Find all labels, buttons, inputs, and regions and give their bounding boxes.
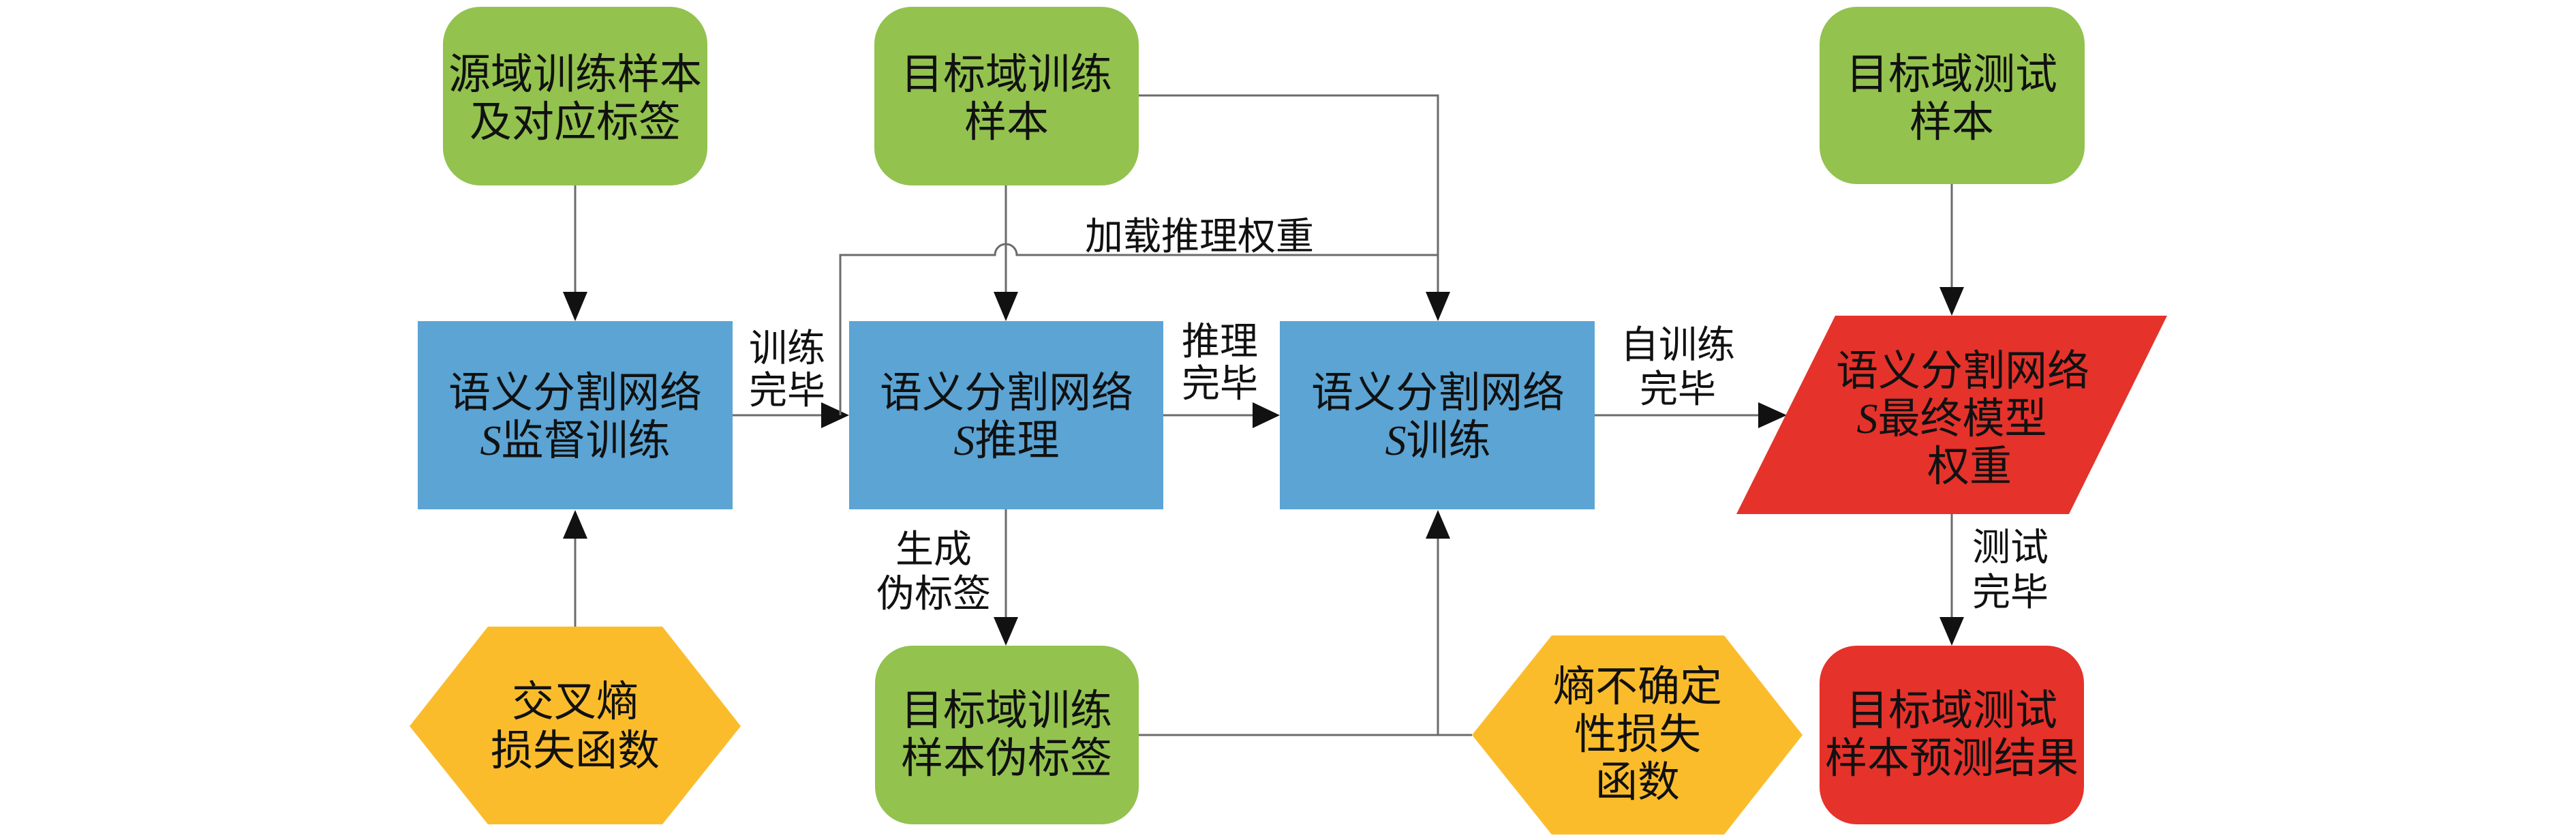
node-label: 语义分割网络 xyxy=(880,368,1133,417)
network-symbol: S xyxy=(1856,396,1877,442)
connectors xyxy=(563,94,1964,736)
network-symbol: S xyxy=(1385,418,1406,464)
node-label: 样本 xyxy=(1910,97,1994,147)
node-label: 损失函数 xyxy=(491,725,660,775)
node-label: 语义分割网络 xyxy=(448,368,702,417)
node-label: S最终模型 xyxy=(1856,393,2046,443)
edge-label-training-done: 完毕 xyxy=(749,369,825,413)
node-label: 权重 xyxy=(1927,441,2012,491)
arrowhead-down-icon xyxy=(994,292,1018,321)
node-label: 源域训练样本 xyxy=(448,49,702,99)
node-test-predictions: 目标域测试 样本预测结果 xyxy=(1820,646,2084,824)
node-label: 样本 xyxy=(964,97,1049,147)
node-label: S推理 xyxy=(953,415,1059,465)
node-label: 目标域训练 xyxy=(901,685,1112,735)
node-label: 样本伪标签 xyxy=(901,733,1112,783)
node-inference: 语义分割网络 S推理 xyxy=(849,321,1163,509)
node-label: S监督训练 xyxy=(480,415,670,465)
node-supervised-training: 语义分割网络 S监督训练 xyxy=(418,321,733,509)
arrowhead-down-icon xyxy=(1939,287,1964,316)
node-label: 熵不确定 xyxy=(1553,661,1722,711)
node-label: 交叉熵 xyxy=(512,676,639,726)
edge-label-self-training-done: 完毕 xyxy=(1640,368,1716,412)
edge-labels: 训练 完毕 推理 完毕 自训练 完毕 生成 伪标签 加载推理权重 测试 完毕 xyxy=(749,215,2049,616)
edge-label-generate-pseudo-labels: 生成 xyxy=(895,528,972,572)
edge-label-generate-pseudo-labels: 伪标签 xyxy=(876,572,991,616)
node-label: 函数 xyxy=(1595,757,1680,807)
edge-label-load-inference-weights: 加载推理权重 xyxy=(1085,215,1314,259)
node-label: 及对应标签 xyxy=(470,97,681,147)
network-symbol: S xyxy=(480,418,501,464)
edge-target-to-selftraining xyxy=(1139,94,1439,292)
edge-load-weights xyxy=(839,243,1438,415)
arrowhead-down-icon xyxy=(994,617,1018,646)
arrowhead-right-icon xyxy=(821,402,849,428)
network-symbol: S xyxy=(953,418,975,464)
arrowhead-right-icon xyxy=(1758,402,1787,428)
arrowhead-down-icon xyxy=(1426,292,1450,321)
edge-label-training-done: 训练 xyxy=(749,327,825,371)
node-target-train-samples: 目标域训练 样本 xyxy=(874,7,1139,185)
node-label: 性损失 xyxy=(1574,709,1701,759)
arrowhead-up-icon xyxy=(563,510,587,539)
edge-label-self-training-done: 自训练 xyxy=(1621,323,1735,368)
node-label: 目标域测试 xyxy=(1846,685,2057,735)
arrowhead-right-icon xyxy=(1253,402,1280,428)
node-final-weights: 语义分割网络 S最终模型 权重 xyxy=(1736,316,2167,514)
node-self-training: 语义分割网络 S训练 xyxy=(1280,321,1595,509)
node-label: 样本预测结果 xyxy=(1825,733,2079,783)
arrowhead-down-icon xyxy=(1939,617,1964,646)
edge-label-inference-done: 完毕 xyxy=(1182,362,1258,406)
arrowhead-down-icon xyxy=(563,292,587,321)
node-cross-entropy-loss: 交叉熵 损失函数 xyxy=(410,627,741,824)
node-label: 语义分割网络 xyxy=(1836,346,2089,395)
node-label: 语义分割网络 xyxy=(1311,368,1565,417)
node-label: 目标域训练 xyxy=(901,49,1112,99)
node-target-test-samples: 目标域测试 样本 xyxy=(1820,7,2085,184)
node-source-samples: 源域训练样本 及对应标签 xyxy=(443,7,707,185)
node-label: 目标域测试 xyxy=(1846,49,2057,99)
edge-label-inference-done: 推理 xyxy=(1182,320,1258,364)
arrowhead-up-icon xyxy=(1426,510,1450,539)
node-label: S训练 xyxy=(1385,415,1490,465)
node-entropy-uncertainty-loss: 熵不确定 性损失 函数 xyxy=(1472,635,1803,835)
node-pseudo-labels: 目标域训练 样本伪标签 xyxy=(875,646,1139,824)
edge-label-testing-done: 测试 xyxy=(1972,526,2049,570)
edge-label-testing-done: 完毕 xyxy=(1972,571,2049,615)
